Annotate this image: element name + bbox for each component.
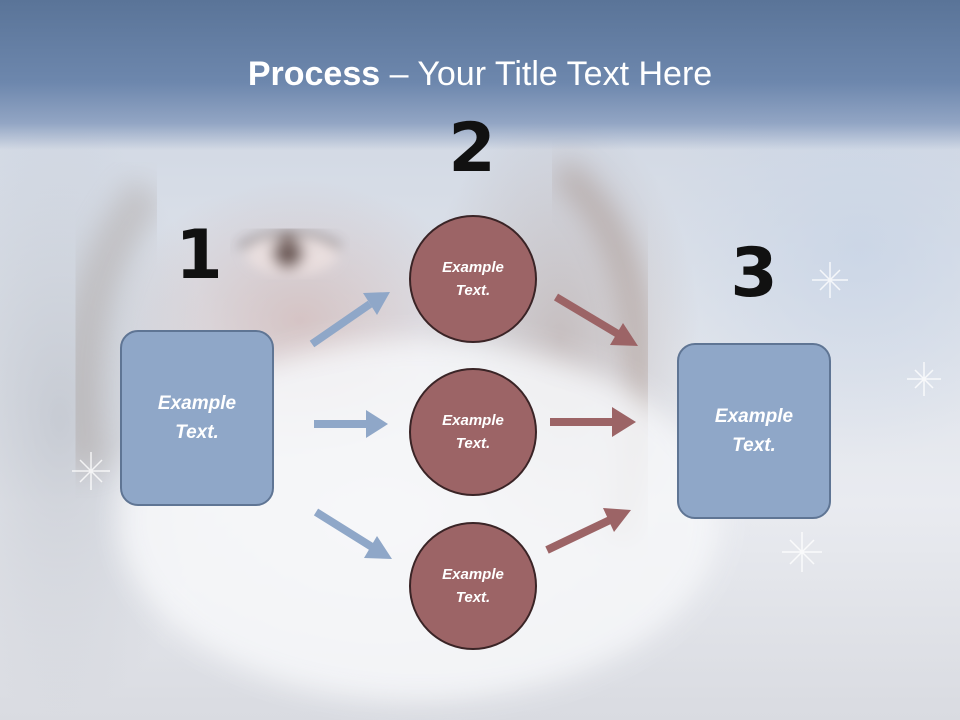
input-box-line2: Text.	[175, 422, 219, 443]
snowflake-decor	[72, 262, 941, 572]
blue-arrow-up	[309, 292, 390, 348]
blue-arrow-down	[313, 508, 392, 559]
step-number-2: 2	[448, 109, 496, 188]
circle-bottom-line1: Example	[442, 566, 504, 583]
output-box-line1: Example	[714, 406, 794, 427]
eye-shape	[238, 230, 342, 275]
title-bold: Process	[247, 55, 381, 93]
circle-top-line1: Example	[442, 259, 504, 276]
output-box-line2: Text.	[732, 435, 776, 456]
circle-middle-line1: Example	[442, 412, 504, 429]
blue-arrow-right	[314, 410, 388, 438]
circle-top-line2: Text.	[455, 282, 491, 299]
circle-middle-line2: Text.	[455, 435, 491, 452]
step-number-1: 1	[175, 216, 223, 295]
circle-bottom-line2: Text.	[455, 589, 491, 606]
red-arrow-up	[545, 508, 631, 554]
title-band	[0, 0, 960, 150]
red-arrow-right	[550, 407, 636, 437]
input-box-line1: Example	[157, 393, 237, 414]
step-number-3: 3	[730, 234, 778, 313]
title-rest: – Your Title Text Here	[380, 55, 713, 93]
slide-title: Process – Your Title Text Here	[0, 52, 960, 96]
red-arrow-down	[553, 293, 638, 346]
